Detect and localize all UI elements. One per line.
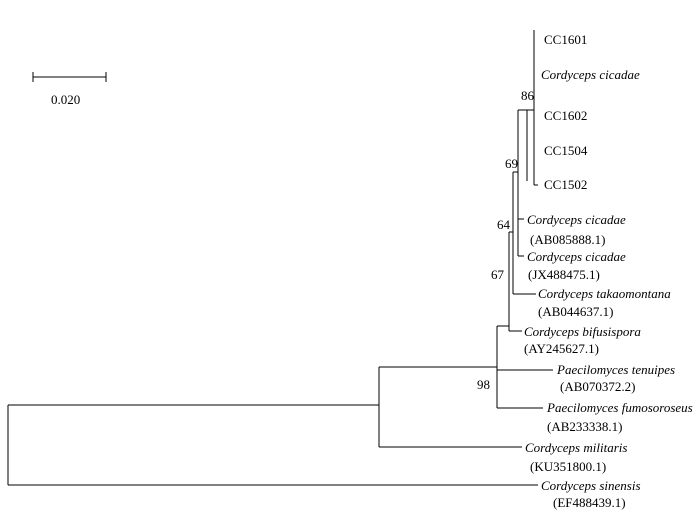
taxon-cicadae-ab-accession: (AB085888.1): [530, 232, 605, 247]
taxon-cc1504: CC1504: [544, 143, 588, 158]
taxon-cicadae-ab-name: Cordyceps cicadae: [527, 212, 626, 227]
taxon-takaomontana-name: Cordyceps takaomontana: [538, 286, 671, 301]
scale-bar-label: 0.020: [51, 92, 80, 107]
taxon-cc1602: CC1602: [544, 108, 587, 123]
taxon-bifusispora-accession: (AY245627.1): [524, 341, 599, 356]
taxon-fumosoroseus-accession: (AB233338.1): [547, 419, 622, 434]
taxon-tenuipes-name: Paecilomyces tenuipes: [556, 362, 675, 377]
taxon-cc1601: CC1601: [544, 32, 587, 47]
taxon-takaomontana-accession: (AB044637.1): [538, 304, 613, 319]
bootstrap-69: 69: [505, 156, 518, 171]
taxon-cicadae-jx-name: Cordyceps cicadae: [527, 249, 626, 264]
bootstrap-98: 98: [477, 377, 490, 392]
taxon-fumosoroseus-name: Paecilomyces fumosoroseus: [546, 400, 693, 415]
taxon-labels: CC1601 Cordyceps cicadae CC1602 CC1504 C…: [524, 32, 693, 510]
taxon-militaris-name: Cordyceps militaris: [525, 440, 627, 455]
taxon-militaris-accession: (KU351800.1): [530, 459, 606, 474]
bootstrap-values: 86 69 64 67 98: [477, 88, 535, 392]
scale-bar: 0.020: [32, 72, 107, 107]
taxon-cc1502: CC1502: [544, 177, 587, 192]
taxon-bifusispora-name: Cordyceps bifusispora: [524, 324, 641, 339]
taxon-cicadae-clade: Cordyceps cicadae: [541, 67, 640, 82]
taxon-cicadae-jx-accession: (JX488475.1): [528, 267, 600, 282]
tree-branches: [7, 30, 553, 486]
bootstrap-64: 64: [497, 217, 511, 232]
taxon-sinensis-accession: (EF488439.1): [553, 495, 626, 510]
bootstrap-67: 67: [491, 267, 505, 282]
bootstrap-86: 86: [521, 88, 535, 103]
taxon-tenuipes-accession: (AB070372.2): [560, 379, 635, 394]
taxon-sinensis-name: Cordyceps sinensis: [541, 478, 641, 493]
